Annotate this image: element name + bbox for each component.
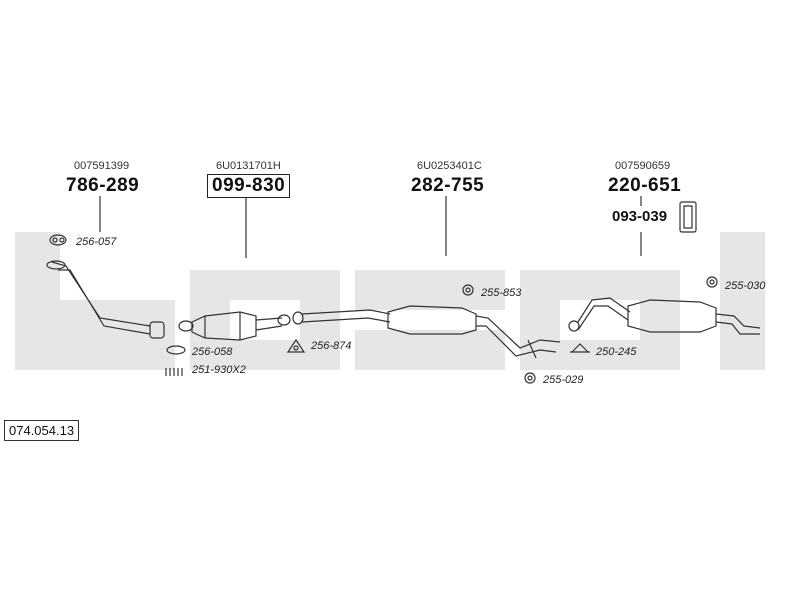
accessory-code[interactable]: 255-029 [543, 374, 584, 386]
accessory-code[interactable]: 250-245 [596, 346, 637, 358]
accessory-code[interactable]: 255-030 [725, 280, 766, 292]
part-number[interactable]: 786-289 [66, 175, 140, 196]
part-number[interactable]: 093-039 [612, 208, 668, 225]
oem-number: 007591399 [74, 160, 130, 172]
oem-number: 007590659 [615, 160, 671, 172]
accessory-code[interactable]: 256-057 [76, 236, 117, 248]
part-number[interactable]: 282-755 [411, 175, 485, 196]
rear-silencer-drawing [568, 201, 761, 353]
diagram-reference: 074.054.13 [4, 420, 80, 441]
center-silencer-drawing [292, 284, 561, 384]
accessory-code[interactable]: 256-874 [311, 340, 352, 352]
accessory-code[interactable]: 256-058 [192, 346, 233, 358]
front-pipe-drawing [46, 234, 165, 339]
oem-number: 6U0131701H [216, 160, 281, 172]
part-number[interactable]: 220-651 [608, 175, 682, 196]
part-number[interactable]: 099-830 [207, 174, 291, 198]
accessory-code[interactable]: 251-930X2 [192, 364, 246, 376]
oem-number: 6U0253401C [417, 160, 482, 172]
accessory-code[interactable]: 255-853 [481, 287, 522, 299]
catalyst-drawing [165, 311, 306, 376]
